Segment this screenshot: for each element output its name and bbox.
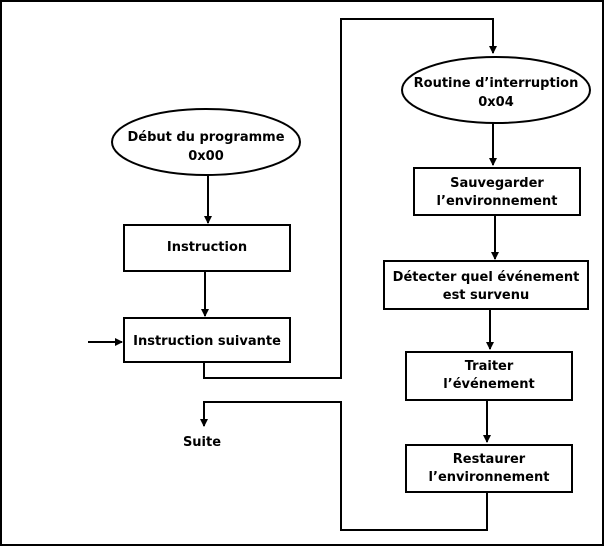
next-instruction-box xyxy=(123,317,291,363)
connector-return xyxy=(200,401,488,531)
handle-event-node: Traiter l’événement xyxy=(405,351,573,401)
restore-env-box xyxy=(405,444,573,493)
detect-event-box xyxy=(383,260,589,310)
start-label-line2: 0x00 xyxy=(188,149,224,164)
handle-event-box xyxy=(405,351,573,401)
save-env-line1: Sauvegarder xyxy=(450,176,544,191)
handle-event-line1: Traiter xyxy=(465,359,514,374)
instruction-label: Instruction xyxy=(167,240,247,255)
start-ellipse xyxy=(111,108,301,176)
isr-label-line2: 0x04 xyxy=(478,95,514,110)
restore-env-line1: Restaurer xyxy=(453,452,526,467)
detect-event-line2: est survenu xyxy=(443,288,530,303)
isr-label-line1: Routine d’interruption xyxy=(414,76,579,91)
restore-env-line2: l’environnement xyxy=(429,470,550,485)
restore-env-node: Restaurer l’environnement xyxy=(405,444,573,493)
connector-interrupt-jump xyxy=(203,18,497,379)
start-node: Début du programme 0x00 xyxy=(111,108,301,176)
save-env-line2: l’environnement xyxy=(437,194,558,209)
isr-ellipse xyxy=(401,56,591,124)
isr-node: Routine d’interruption 0x04 xyxy=(401,56,591,124)
start-label-line1: Début du programme xyxy=(127,130,284,145)
detect-event-line1: Détecter quel événement xyxy=(393,270,580,285)
handle-event-line2: l’événement xyxy=(443,377,534,392)
instruction-box xyxy=(123,224,291,272)
next-instruction-label: Instruction suivante xyxy=(133,334,281,349)
instruction-node: Instruction xyxy=(123,224,291,272)
suite-label: Suite xyxy=(183,435,221,450)
save-env-box xyxy=(413,167,581,216)
save-env-node: Sauvegarder l’environnement xyxy=(413,167,581,216)
detect-event-node: Détecter quel événement est survenu xyxy=(383,260,589,310)
next-instruction-node: Instruction suivante xyxy=(123,317,291,363)
